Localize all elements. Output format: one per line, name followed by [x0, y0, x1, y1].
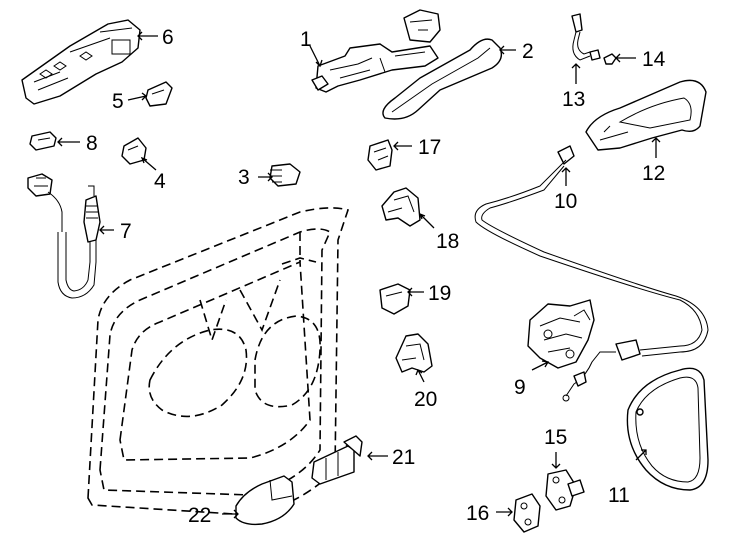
part-14-connector — [603, 53, 617, 65]
part-21-door-check — [311, 435, 363, 485]
callout-7: 7 — [120, 220, 132, 243]
callout-22: 22 — [188, 504, 211, 527]
part-7-lock-cable — [27, 173, 101, 299]
part-17-hinge-bracket — [367, 139, 393, 171]
callout-labels: 1 2 3 4 5 6 7 8 9 10 11 12 13 14 15 16 1… — [86, 26, 666, 527]
part-15-striker — [545, 469, 585, 511]
part-5-gasket — [145, 81, 173, 107]
part-18-hinge — [381, 187, 421, 227]
part-19-hinge-bracket — [379, 283, 411, 315]
callout-12: 12 — [642, 162, 665, 185]
callout-4: 4 — [154, 170, 166, 193]
callout-21: 21 — [392, 446, 415, 469]
part-1-handle-bracket — [311, 9, 441, 93]
part-22-end-cap — [235, 475, 295, 526]
part-12-interior-handle — [585, 79, 707, 151]
callout-2: 2 — [522, 40, 534, 63]
part-9-door-latch — [527, 299, 595, 369]
callout-11: 11 — [608, 484, 630, 507]
callout-3: 3 — [238, 166, 250, 189]
callout-5: 5 — [112, 90, 124, 113]
part-3-clip — [269, 163, 301, 187]
callout-17: 17 — [418, 136, 441, 159]
callout-15: 15 — [544, 426, 567, 449]
callout-1: 1 — [300, 28, 312, 51]
callout-20: 20 — [414, 388, 437, 411]
part-11-speaker-grille — [626, 367, 709, 491]
callout-14: 14 — [642, 48, 666, 71]
part-10-release-cable — [474, 145, 709, 402]
callout-13: 13 — [562, 88, 585, 111]
part-2-outside-handle — [382, 38, 503, 120]
door-shell-outline — [87, 207, 350, 516]
part-8-clip — [29, 131, 57, 151]
callout-19: 19 — [428, 282, 451, 305]
part-13-wire-harness — [571, 13, 601, 61]
callout-8: 8 — [86, 132, 98, 155]
callout-9: 9 — [514, 376, 526, 399]
leader-lines — [57, 31, 661, 519]
callout-18: 18 — [436, 230, 459, 253]
part-16-striker-shim — [513, 493, 541, 533]
callout-6: 6 — [162, 26, 174, 49]
part-20-hinge — [395, 333, 433, 373]
part-6-handle-carrier — [21, 19, 141, 105]
callout-16: 16 — [466, 502, 489, 525]
callout-10: 10 — [554, 190, 577, 213]
